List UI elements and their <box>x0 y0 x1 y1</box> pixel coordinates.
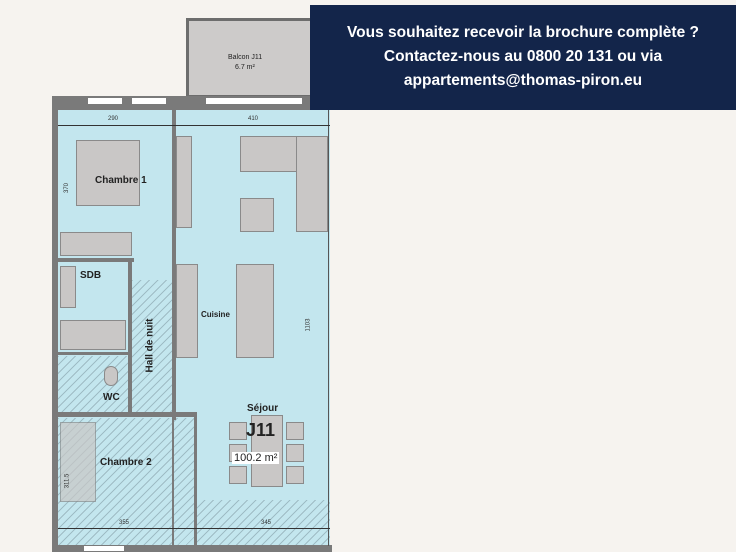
terrace-hatch <box>196 500 330 546</box>
bottom-wall <box>52 545 332 552</box>
brochure-banner[interactable]: Vous souhaitez recevoir la brochure comp… <box>310 5 736 110</box>
banner-email[interactable]: appartements@thomas-piron.eu <box>403 72 643 89</box>
chair <box>286 422 304 440</box>
unit-id: J11 <box>246 420 276 440</box>
banner-line: Vous souhaitez recevoir la brochure comp… <box>346 24 699 41</box>
room-label-hall: Hall de nuit <box>144 318 156 373</box>
wall <box>58 412 196 417</box>
sofa <box>296 136 328 232</box>
window <box>88 98 122 104</box>
window <box>206 98 302 104</box>
left-wall <box>52 96 58 552</box>
wall <box>194 412 197 546</box>
wardrobe <box>176 136 192 228</box>
room-label-chambre1: Chambre 1 <box>95 175 147 186</box>
room-label-cuisine: Cuisine <box>201 310 230 319</box>
wall <box>128 258 132 414</box>
window <box>84 546 124 551</box>
coffee-table <box>240 198 274 232</box>
desk <box>60 422 96 502</box>
dimension: 311.5 <box>64 473 71 489</box>
wc-hatch <box>58 356 130 412</box>
unit-area: 100.2 m² <box>232 452 280 464</box>
chair <box>229 422 247 440</box>
wall <box>58 258 134 262</box>
window <box>132 98 166 104</box>
dimension: 355 <box>119 520 130 526</box>
room-label-sejour: Séjour <box>247 403 279 414</box>
kitchen-island <box>236 264 274 358</box>
balcony-name: Balcon J11 <box>228 54 263 61</box>
toilet <box>104 366 118 386</box>
facade-line <box>328 110 329 546</box>
room-label-chambre2: Chambre 2 <box>100 457 152 468</box>
kitchen-counter <box>176 264 198 358</box>
wall <box>172 418 174 546</box>
bathtub <box>60 320 126 350</box>
dimension: 1103 <box>305 318 312 332</box>
dimension-line <box>58 528 330 529</box>
wardrobe <box>60 232 132 256</box>
sink <box>60 266 76 308</box>
dimension: 410 <box>248 116 259 122</box>
room-label-sdb: SDB <box>80 270 102 281</box>
dimension: 290 <box>108 116 119 122</box>
banner-line: Contactez-nous au 0800 20 131 ou via <box>383 48 663 65</box>
dimension-line <box>58 125 330 126</box>
dimension: 345 <box>261 520 272 526</box>
hall-hatch <box>132 280 172 415</box>
chair <box>286 466 304 484</box>
dimension: 370 <box>64 182 71 194</box>
chair <box>229 466 247 484</box>
wall <box>172 110 176 420</box>
balcony <box>186 18 316 98</box>
balcony-area: 6.7 m² <box>235 64 255 71</box>
wall <box>58 352 130 355</box>
dining-table <box>251 415 283 487</box>
room-label-wc: WC <box>103 392 120 403</box>
bed <box>76 140 140 206</box>
chair <box>286 444 304 462</box>
